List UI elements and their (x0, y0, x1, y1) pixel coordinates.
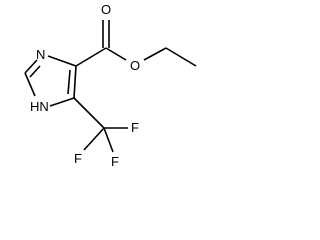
bond-ring-c4-to-c5-double (67, 69, 71, 95)
imidazole-ring (24, 55, 77, 107)
bond-ring-top-n-to-c4 (47, 55, 77, 67)
ester-group (75, 20, 197, 67)
bond-cf3-c-to-f-bottom (103, 127, 114, 153)
bond-ring-c2-to-top-n (24, 59, 38, 74)
bond-c5-to-cf3-c (73, 97, 105, 129)
bond-c4-to-carbonyl-c (75, 47, 107, 67)
bond-ring-c2-to-nh (24, 72, 36, 97)
atom-label-carbonyl-o: O (101, 2, 111, 17)
atom-label-ester-o: O (130, 58, 140, 73)
bond-ring-c2-to-top-n-double (29, 65, 41, 78)
bond-ch2-to-ch3 (165, 47, 197, 67)
bond-cf3-c-to-f-left (83, 127, 105, 151)
atom-labels: N HN O O F F F (30, 2, 140, 169)
atom-label-f-right: F (131, 120, 139, 135)
bond-carbonyl-c-to-ester-o (105, 47, 127, 61)
trifluoromethyl-group (73, 97, 128, 153)
atom-label-f-bottom: F (111, 154, 119, 169)
bond-ring-nh-to-c5 (49, 97, 75, 107)
chemical-structure: N HN O O F F F (24, 2, 197, 169)
atom-label-ring-nh: HN (30, 99, 49, 114)
bond-ring-c4-to-c5 (73, 65, 77, 99)
bond-ester-o-to-ch2 (143, 47, 167, 61)
atom-label-f-left: F (74, 151, 82, 166)
atom-label-ring-n: N (36, 47, 45, 62)
